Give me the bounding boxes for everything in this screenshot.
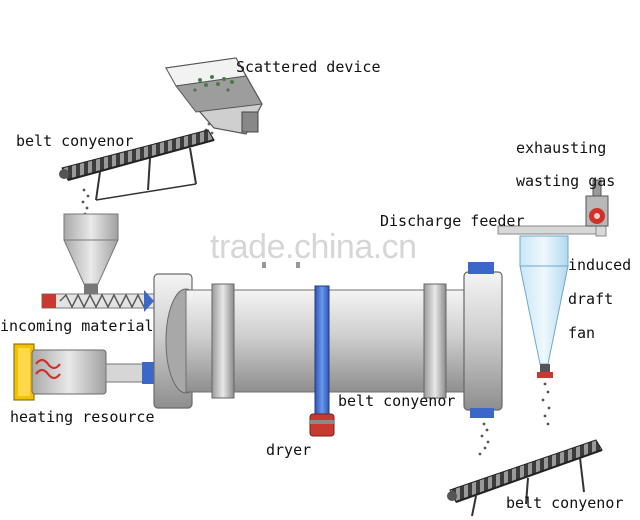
screw-feeder [41,290,155,312]
label-fan: fan [568,324,596,342]
induced-draft-fan [585,179,609,227]
feed-hopper [63,213,119,294]
label-dryer: dryer [266,441,312,459]
conveyor-discharge-stream [81,188,90,216]
label-wasting-gas: wasting gas [516,172,616,190]
label-draft: draft [568,290,614,308]
heating-resource-burner [13,343,154,401]
label-belt-conveyor-top: belt conyenor [16,132,134,150]
belt-conveyor-bottom [447,439,603,517]
label-heating-resource: heating resource [10,408,155,426]
dryer-discharge-stream [478,422,490,456]
belt-conveyor-top [59,129,215,201]
cyclone-separator [519,235,569,378]
label-belt-conveyor-mid: belt conyenor [338,392,456,410]
dryer-inlet-markers [262,262,300,268]
scattered-device [164,57,263,135]
label-discharge-feeder: Discharge feeder [380,212,525,230]
label-exhausting: exhausting [516,139,607,157]
cyclone-discharge-stream [541,382,551,426]
watermark: trade.china.cn [210,228,417,266]
label-induced: induced [568,256,632,274]
dryer-drive-belt [309,285,335,437]
label-scattered-device: Scattered device [236,58,381,76]
rotary-dryer [153,262,503,418]
label-incoming-material: incoming material [0,317,154,335]
label-belt-conveyor-bottom: belt conyenor [506,494,624,512]
